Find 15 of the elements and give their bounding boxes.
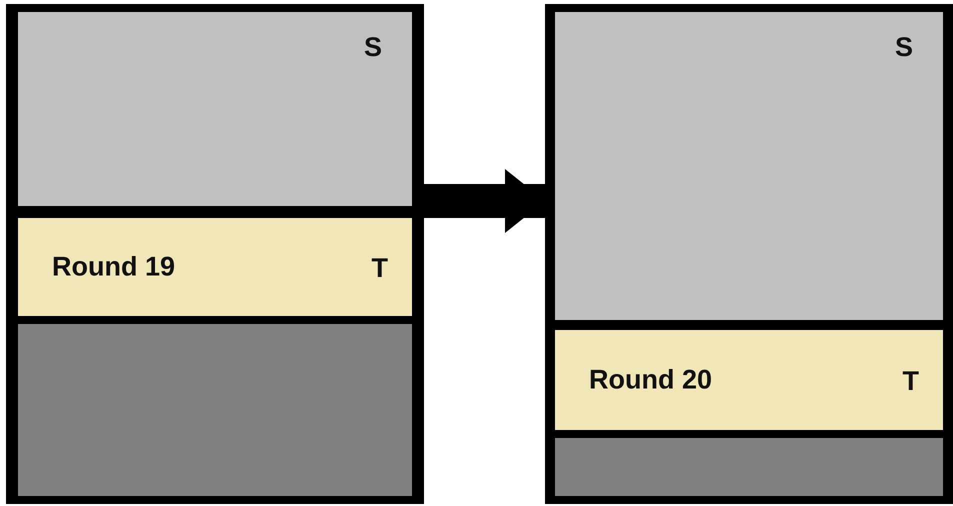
band-letter: S: [364, 32, 382, 63]
lower-band: [18, 324, 412, 496]
highlighted-band: [18, 218, 412, 316]
upper-band: [555, 12, 943, 320]
arrow: [424, 169, 545, 233]
band-letter: S: [894, 32, 913, 63]
round-label: Round 20: [589, 364, 712, 396]
round-label: Round 19: [52, 252, 176, 282]
band-letter: T: [902, 366, 919, 398]
upper-band: [18, 12, 412, 206]
highlighted-band: [555, 330, 943, 430]
panel-frame: [545, 4, 953, 504]
band-letter: T: [372, 253, 388, 284]
panel-frame: [6, 4, 424, 504]
lower-band: [555, 438, 943, 496]
